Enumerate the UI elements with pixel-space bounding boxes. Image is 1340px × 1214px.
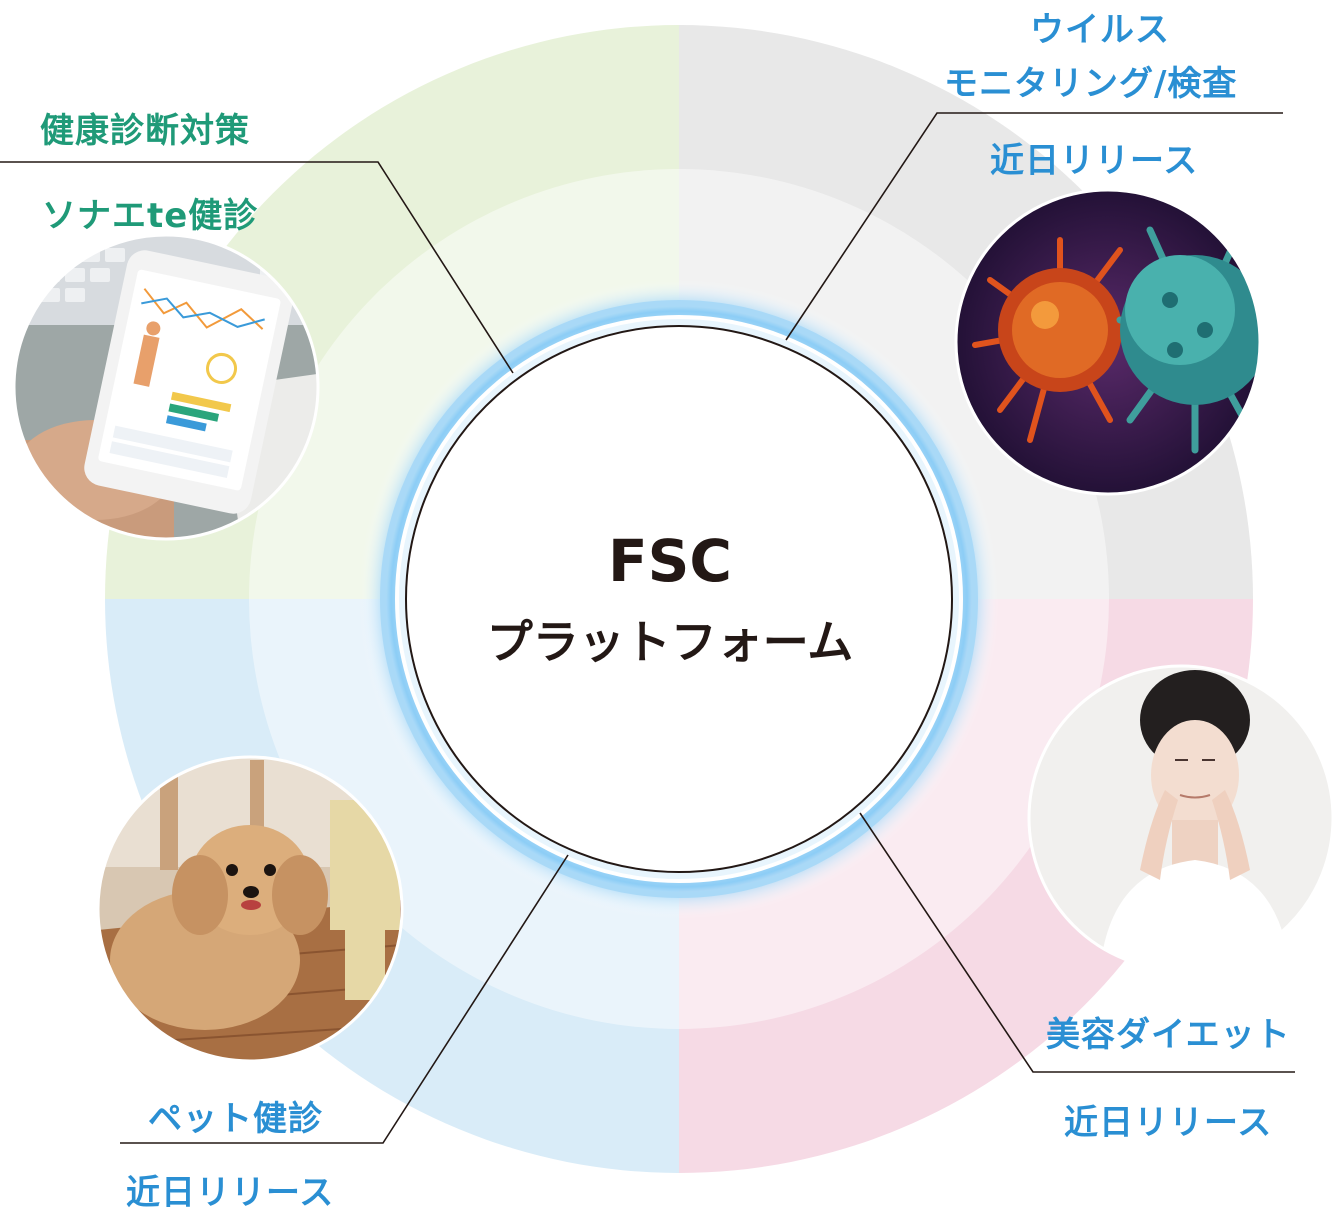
- smartphone-health-app-photo: [14, 235, 318, 539]
- virus-photo-border: [954, 188, 1262, 496]
- center-ring-outer: [380, 300, 978, 898]
- virus-category-line1: ウイルス: [1030, 10, 1170, 50]
- center-circle: [405, 325, 953, 873]
- leader-virus: [785, 112, 1283, 341]
- beauty-photo-border: [1027, 664, 1335, 972]
- health-photo-border: [12, 233, 320, 541]
- beauty-category-label: 美容ダイエット: [1046, 1015, 1291, 1055]
- center-title: FSC: [608, 527, 732, 595]
- pet-status-label: 近日リリース: [126, 1173, 335, 1213]
- dog-photo: [98, 757, 402, 1061]
- virus-status-label: 近日リリース: [990, 141, 1199, 181]
- health-category-label: 健康診断対策: [40, 111, 250, 151]
- leader-health: [0, 161, 514, 374]
- leader-lines: [0, 112, 1295, 1144]
- health-product-label: ソナエte健診: [42, 196, 259, 236]
- beauty-status-label: 近日リリース: [1064, 1103, 1273, 1143]
- pet-photo-border: [96, 755, 404, 1063]
- pet-category-label: ペット健診: [148, 1099, 323, 1139]
- virus-category-line2: モニタリング/検査: [944, 64, 1238, 104]
- woman-skincare-photo: [1029, 666, 1333, 970]
- center-subtitle: プラットフォーム: [486, 615, 854, 669]
- leader-pet: [120, 854, 569, 1144]
- virus-photo: [956, 190, 1260, 494]
- leader-beauty: [859, 812, 1295, 1073]
